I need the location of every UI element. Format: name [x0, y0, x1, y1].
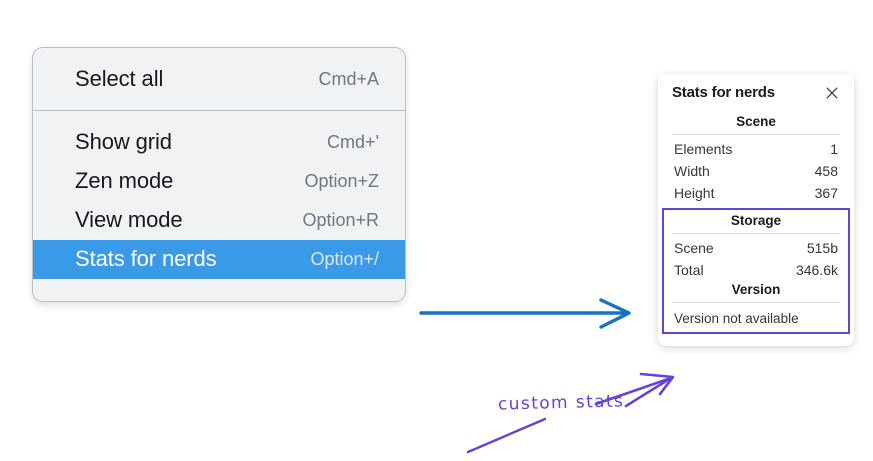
- menu-item-show-grid[interactable]: Show grid Cmd+': [33, 123, 405, 162]
- menu-item-zen-mode[interactable]: Zen mode Option+Z: [33, 162, 405, 201]
- stat-label: Height: [674, 185, 715, 201]
- section-heading-storage: Storage: [730, 213, 782, 228]
- panel-title: Stats for nerds: [672, 84, 775, 101]
- blue-arrow: [419, 298, 631, 329]
- section-heading-version: Version: [731, 282, 781, 297]
- menu-item-shortcut: Option+R: [302, 209, 379, 230]
- context-menu: Select all Cmd+A Show grid Cmd+' Zen mod…: [32, 47, 406, 302]
- purple-underline-stroke: [466, 417, 547, 454]
- version-value: Version not available: [674, 311, 799, 326]
- menu-item-shortcut: Option+Z: [304, 170, 379, 191]
- menu-item-shortcut: Option+/: [310, 248, 379, 269]
- menu-item-label: Select all: [75, 66, 164, 91]
- stat-value: 367: [814, 185, 838, 201]
- stat-row-elements: Elements 1: [672, 138, 840, 160]
- section-version: Version Version not available: [672, 281, 840, 328]
- menu-bottom-padding: [33, 279, 405, 301]
- stat-value: 1: [830, 141, 838, 157]
- menu-item-select-all[interactable]: Select all Cmd+A: [33, 60, 405, 99]
- custom-stats-highlight-box: Storage Scene 515b Total 346.6k Version …: [662, 208, 850, 334]
- stat-value: 458: [814, 163, 838, 179]
- menu-item-label: View mode: [75, 207, 183, 232]
- stat-label: Scene: [674, 240, 714, 256]
- stat-label: Width: [674, 163, 710, 179]
- section-rule: [672, 134, 840, 135]
- menu-item-label: Stats for nerds: [75, 246, 217, 271]
- section-heading-scene: Scene: [736, 114, 776, 129]
- section-rule: [672, 302, 840, 303]
- stat-row-height: Height 367: [672, 182, 840, 204]
- stat-row-storage-total: Total 346.6k: [672, 259, 840, 281]
- stat-row-storage-scene: Scene 515b: [672, 237, 840, 259]
- stat-value: 515b: [806, 240, 838, 256]
- custom-stats-annotation-label: custom stats: [497, 391, 625, 415]
- stat-label: Elements: [674, 141, 733, 157]
- menu-item-shortcut: Cmd+A: [318, 68, 379, 89]
- section-rule: [672, 233, 840, 234]
- menu-item-shortcut: Cmd+': [327, 131, 379, 152]
- panel-header: Stats for nerds: [672, 84, 840, 101]
- stats-for-nerds-panel: Stats for nerds Scene Elements 1 Width 4…: [658, 74, 854, 346]
- menu-item-stats-for-nerds[interactable]: Stats for nerds Option+/: [33, 240, 405, 279]
- section-storage: Storage Scene 515b Total 346.6k: [672, 212, 840, 281]
- stat-value: 346.6k: [795, 262, 838, 278]
- stat-row-width: Width 458: [672, 160, 840, 182]
- close-icon[interactable]: [824, 85, 840, 101]
- section-scene: Scene Elements 1 Width 458 Height 367: [672, 113, 840, 204]
- menu-group-1: Select all Cmd+A: [33, 48, 405, 110]
- menu-item-label: Show grid: [75, 129, 172, 154]
- menu-item-view-mode[interactable]: View mode Option+R: [33, 201, 405, 240]
- menu-item-label: Zen mode: [75, 168, 174, 193]
- stat-label: Total: [674, 262, 704, 278]
- menu-group-2: Show grid Cmd+' Zen mode Option+Z View m…: [33, 111, 405, 279]
- menu-divider: [33, 110, 405, 111]
